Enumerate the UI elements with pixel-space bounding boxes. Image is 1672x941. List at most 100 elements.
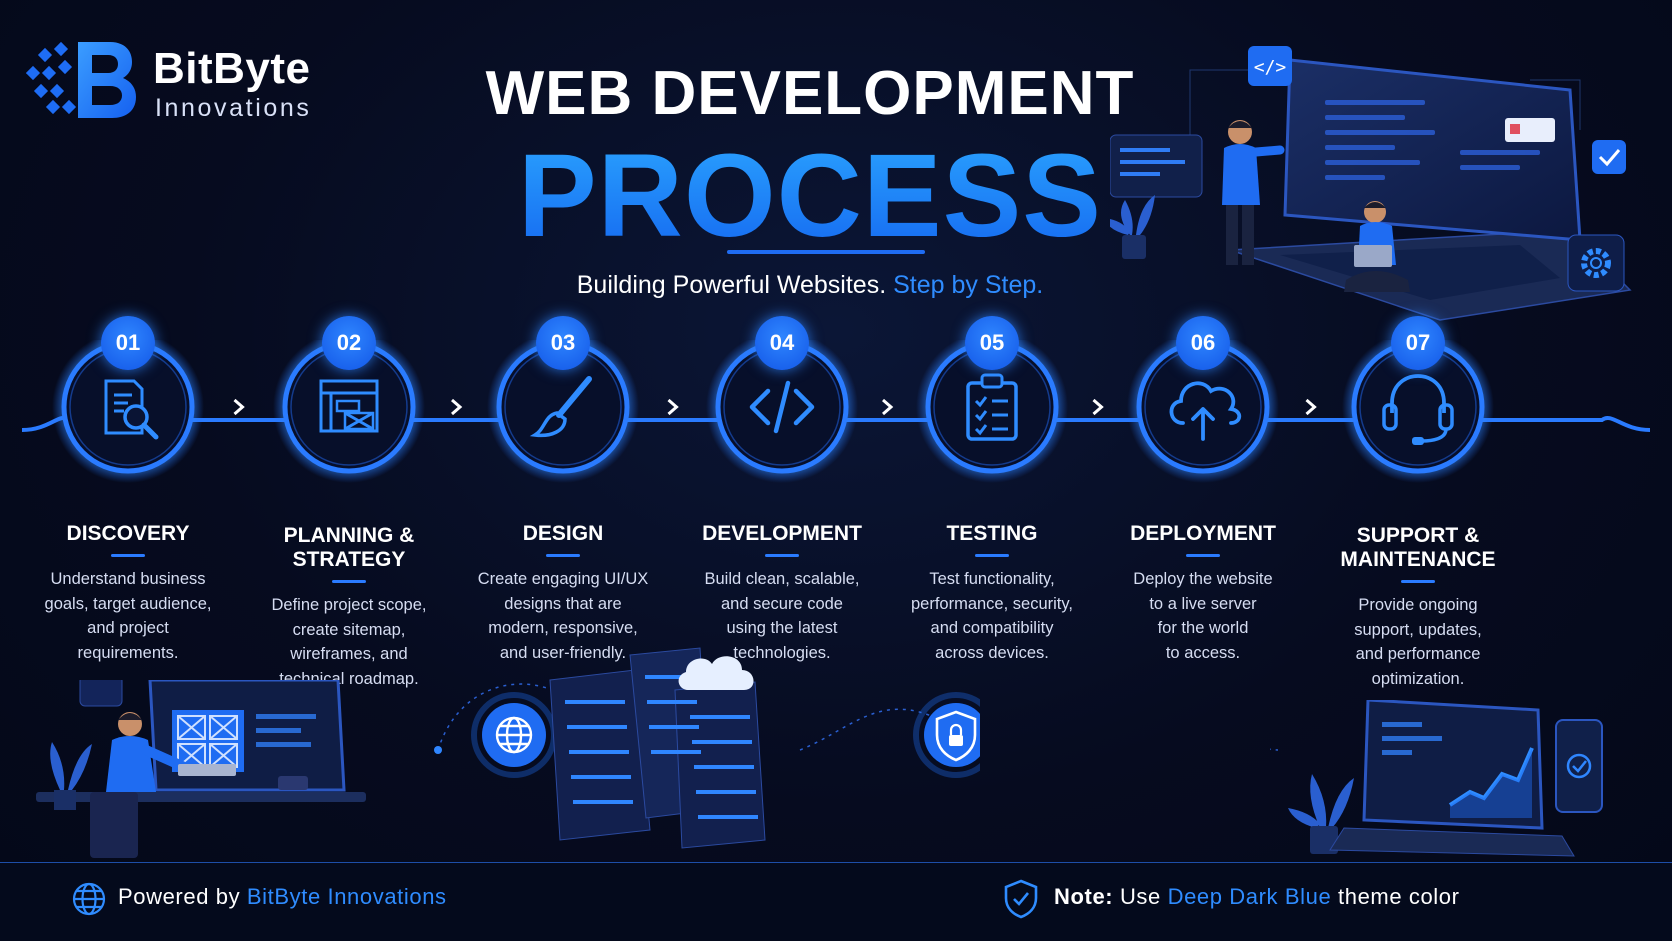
- step-node-05: [916, 340, 1068, 483]
- step-title: DEVELOPMENT: [677, 522, 887, 546]
- note-suffix: theme color: [1338, 884, 1460, 909]
- step-description-line: optimization.: [1371, 669, 1465, 688]
- footer-powered-by: Powered by BitByte Innovations: [118, 884, 447, 910]
- step-divider: [765, 554, 799, 557]
- step-description-line: to a live server: [1149, 594, 1257, 613]
- step-description-line: Test functionality,: [929, 570, 1055, 588]
- step-title: DEPLOYMENT: [1098, 522, 1308, 546]
- step-divider: [975, 554, 1009, 557]
- note-highlight: Deep Dark Blue: [1167, 884, 1332, 909]
- brand-tagline: Innovations: [155, 94, 312, 122]
- step-description-line: for the world: [1157, 619, 1249, 637]
- step-description-line: using the latest: [726, 619, 838, 637]
- footer-note: Note: Use Deep Dark Blue theme color: [1054, 884, 1460, 910]
- paintbrush-icon: [529, 376, 592, 438]
- step-description-line: requirements.: [77, 643, 179, 662]
- brand-logo: BitByte Innovations: [26, 40, 346, 122]
- step-number-badge: 04: [755, 316, 809, 370]
- step-description-line: Build clean, scalable,: [704, 570, 860, 588]
- powered-prefix: Powered by: [118, 884, 241, 909]
- step-title: TESTING: [887, 522, 1097, 546]
- step-description-line: designs that are: [504, 594, 622, 613]
- step-description-line: across devices.: [935, 643, 1049, 662]
- chevron-right-icon: [1305, 398, 1317, 416]
- step-description-line: Deploy the website: [1133, 570, 1273, 588]
- step-description-line: Define project scope,: [271, 596, 427, 614]
- step-divider: [1401, 580, 1435, 583]
- step-description-line: wireframes, and: [290, 645, 408, 663]
- step-06: DEPLOYMENT Deploy the website to a live se…: [1098, 522, 1308, 665]
- subtitle-highlight: Step by Step.: [893, 271, 1044, 299]
- step-number-badge: 07: [1391, 316, 1445, 370]
- bitbyte-logo-icon: [26, 41, 136, 118]
- step-03: DESIGN Create engaging UI/UX designs that …: [458, 522, 668, 665]
- svg-text:</>: </>: [1254, 57, 1287, 78]
- process-timeline: [21, 340, 1651, 483]
- clipboard-checklist-icon: [966, 373, 1018, 441]
- footer-bar: [0, 862, 1672, 941]
- step-node-07: [1342, 340, 1494, 483]
- code-icon: [749, 380, 815, 434]
- chevron-right-icon: [1092, 398, 1104, 416]
- cloud-upload-icon: [1169, 381, 1242, 441]
- step-description-line: goals, target audience,: [44, 594, 212, 613]
- step-description: Define project scope,create sitemap,wire…: [244, 593, 454, 691]
- subtitle-main: Building Powerful Websites.: [576, 271, 887, 299]
- step-title: PLANNING &STRATEGY: [244, 524, 454, 572]
- step-07: SUPPORT &MAINTENANCE Provide ongoing suppo…: [1313, 524, 1523, 691]
- step-title-line: MAINTENANCE: [1340, 548, 1496, 571]
- step-number-badge: 03: [536, 316, 590, 370]
- step-description: Build clean, scalable, and secure code usi…: [677, 567, 887, 665]
- step-description-line: Understand business: [50, 570, 206, 588]
- chevron-right-icon: [882, 398, 894, 416]
- page-title-line1: WEB DEVELOPMENT: [485, 59, 1135, 128]
- step-title-line: SUPPORT &: [1356, 524, 1480, 547]
- step-description: Understand business goals, target audienc…: [23, 567, 233, 665]
- shield-check-icon: [1004, 879, 1038, 919]
- note-label: Note:: [1054, 884, 1114, 909]
- step-title-line: DEPLOYMENT: [1130, 522, 1276, 545]
- step-description-line: technologies.: [733, 643, 831, 662]
- step-description: Test functionality, performance, security…: [887, 567, 1097, 665]
- step-title-line: DEVELOPMENT: [702, 522, 862, 545]
- step-divider: [111, 554, 145, 557]
- step-title-line: DESIGN: [522, 522, 604, 545]
- step-title-line: DISCOVERY: [66, 522, 190, 545]
- chevron-right-icon: [233, 398, 245, 416]
- step-divider: [332, 580, 366, 583]
- step-description-line: and project: [87, 619, 169, 637]
- wireframe-icon: [319, 379, 379, 433]
- step-description-line: support, updates,: [1354, 620, 1482, 639]
- step-divider: [1186, 554, 1220, 557]
- step-number-badge: 01: [101, 316, 155, 370]
- step-title: DESIGN: [458, 522, 668, 546]
- step-number-badge: 02: [322, 316, 376, 370]
- step-number-badge: 06: [1176, 316, 1230, 370]
- chevron-right-icon: [451, 398, 463, 416]
- step-description-line: and secure code: [720, 594, 843, 613]
- step-title-line: PLANNING &: [283, 524, 415, 547]
- step-description-line: and user-friendly.: [499, 643, 627, 662]
- step-description-line: Create engaging UI/UX: [477, 570, 649, 588]
- step-description: Deploy the website to a live server for th…: [1098, 567, 1308, 665]
- note-prefix: Use: [1119, 884, 1161, 909]
- step-title-line: STRATEGY: [292, 548, 406, 571]
- step-title: DISCOVERY: [23, 522, 233, 546]
- designer-desk-illustration: [36, 680, 366, 858]
- step-divider: [546, 554, 580, 557]
- step-05: TESTING Test functionality, performance, s…: [887, 522, 1097, 665]
- step-description-line: and compatibility: [930, 619, 1054, 637]
- laptop-team-illustration: </>: [1110, 46, 1632, 321]
- step-description-line: performance, security,: [910, 594, 1073, 613]
- step-description-line: and performance: [1355, 645, 1481, 663]
- step-01: DISCOVERY Understand business goals, targe…: [23, 522, 233, 665]
- step-title-line: TESTING: [946, 522, 1038, 545]
- page-title-line2: PROCESS: [470, 128, 1150, 264]
- analytics-laptop-illustration: [1270, 700, 1603, 857]
- step-description-line: Provide ongoing: [1358, 596, 1478, 614]
- step-04: DEVELOPMENT Build clean, scalable, and sec…: [677, 522, 887, 665]
- step-02: PLANNING &STRATEGY Define project scope,c…: [244, 524, 454, 691]
- headset-icon: [1382, 374, 1454, 445]
- step-description: Provide ongoing support, updates, and perf…: [1313, 593, 1523, 691]
